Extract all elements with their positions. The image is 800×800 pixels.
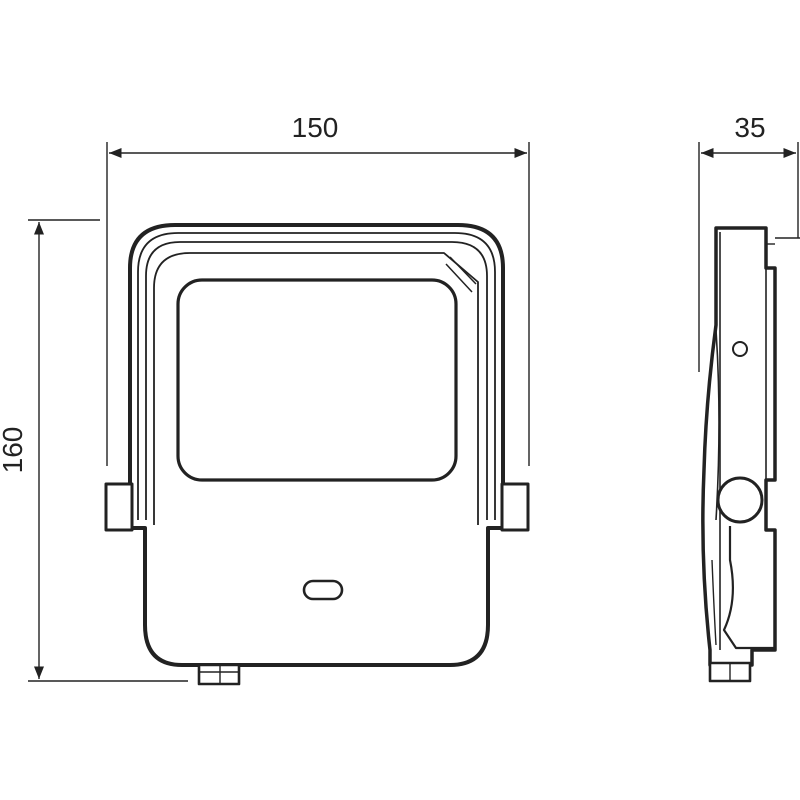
left-mounting-tab bbox=[104, 482, 134, 532]
width-label: 150 bbox=[292, 112, 339, 143]
front-view bbox=[104, 223, 530, 686]
side-view bbox=[701, 226, 800, 683]
side-fixing-hole bbox=[732, 341, 748, 357]
cable-gland bbox=[197, 663, 241, 686]
bracket-contour-2 bbox=[145, 241, 488, 520]
height-label: 160 bbox=[0, 427, 28, 474]
side-pivot-knob bbox=[716, 476, 764, 524]
right-mounting-tab bbox=[500, 482, 530, 532]
frame-chamfer-line-2 bbox=[445, 263, 473, 293]
front-frame-contour bbox=[153, 252, 479, 525]
width-dimension: 150 bbox=[106, 112, 530, 466]
height-dimension: 160 bbox=[0, 219, 188, 682]
side-body-outline bbox=[701, 226, 777, 667]
led-window bbox=[176, 278, 458, 482]
frame-chamfer-line bbox=[449, 256, 477, 285]
depth-dimension: 35 bbox=[698, 112, 799, 372]
logo-badge bbox=[302, 579, 344, 601]
side-lens-edge bbox=[711, 559, 717, 646]
depth-label: 35 bbox=[734, 112, 765, 143]
bracket-contour-1 bbox=[137, 232, 496, 520]
side-bracket-arm bbox=[722, 526, 775, 650]
